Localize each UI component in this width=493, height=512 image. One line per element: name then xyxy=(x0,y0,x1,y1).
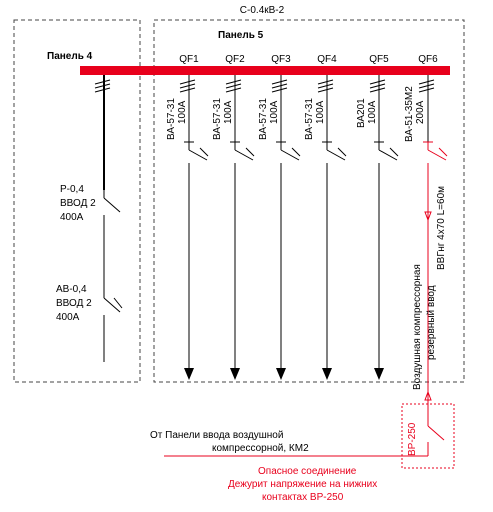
qf5-rating: 100А xyxy=(367,100,378,124)
qf6-rating: 200А xyxy=(415,100,426,124)
feeder-qf6: ВА-51-35М2 200А Воздушная компрессорная … xyxy=(404,75,448,418)
warning-line1: Опасное соединение xyxy=(258,466,357,477)
switch2-label-line2: ВВОД 2 xyxy=(56,298,92,309)
qf3-rating: 100А xyxy=(269,100,280,124)
warning-line3: контактах ВР-250 xyxy=(262,492,344,503)
qf4-rating: 100А xyxy=(315,100,326,124)
ground-tick-icon xyxy=(94,79,111,93)
vr250-frame xyxy=(401,403,455,469)
panel-4-title: Панель 4 xyxy=(47,51,93,62)
switch1-label-line1: Р-0,4 xyxy=(60,184,84,195)
feeder-qf3: ВА-57-31 100А xyxy=(258,75,301,380)
circuit-breaker-icon xyxy=(322,141,347,370)
arrow-down-icon xyxy=(230,368,240,380)
panel-5: Панель 5 xyxy=(153,19,465,383)
warning-note: Опасное соединение Дежурит напряжение на… xyxy=(228,466,377,503)
feeder-qf2: ВА-57-31 100А xyxy=(212,75,255,380)
feeder-qf5: ВА201 100А xyxy=(356,75,399,380)
circuit-breaker-icon xyxy=(374,141,399,370)
panel-4: Панель 4 xyxy=(13,19,141,383)
ground-tick-icon xyxy=(271,79,288,93)
ground-tick-icon xyxy=(317,79,334,93)
arrow-down-icon xyxy=(276,368,286,380)
cable-marker-icon xyxy=(424,390,432,401)
switch1-label-line3: 400А xyxy=(60,212,84,223)
qf1-label: QF1 xyxy=(179,54,199,65)
warning-line2: Дежурит напряжение на нижних xyxy=(228,479,377,490)
qf3-label: QF3 xyxy=(271,54,291,65)
qf2-type: ВА-57-31 xyxy=(212,98,223,140)
source-label-line2: компрессорной, КМ2 xyxy=(212,443,309,454)
switch2-label-line1: АВ-0,4 xyxy=(56,284,87,295)
qf4-type: ВА-57-31 xyxy=(304,98,315,140)
switch2-label-line3: 400А xyxy=(56,312,80,323)
panel-4-frame xyxy=(13,19,141,383)
cable-purpose-line1: Воздушная компрессорная xyxy=(412,264,423,390)
qf5-type: ВА201 xyxy=(356,98,367,128)
disconnector-icon xyxy=(427,418,445,456)
circuit-breaker-icon xyxy=(103,290,123,362)
arrow-down-icon xyxy=(322,368,332,380)
ground-tick-icon xyxy=(179,79,196,93)
cable-spec: ВВГнг 4х70 L=60м xyxy=(436,186,447,270)
circuit-breaker-icon xyxy=(276,141,301,370)
cable-marker-icon xyxy=(424,211,432,222)
qf1-type: ВА-57-31 xyxy=(166,98,177,140)
arrow-down-icon xyxy=(374,368,384,380)
qf4-label: QF4 xyxy=(317,54,337,65)
ground-tick-icon xyxy=(369,79,386,93)
circuit-breaker-icon xyxy=(230,141,255,370)
busbar xyxy=(80,66,450,75)
panel-5-frame xyxy=(153,19,465,383)
breaker-id-labels: QF1 QF2 QF3 QF4 QF5 QF6 xyxy=(179,54,438,65)
switchboard-label: С-0.4кВ-2 xyxy=(240,5,285,16)
vr250-switch: ВР-250 xyxy=(401,403,455,469)
qf2-label: QF2 xyxy=(225,54,245,65)
qf6-type: ВА-51-35М2 xyxy=(404,86,415,142)
qf6-label: QF6 xyxy=(418,54,438,65)
circuit-breaker-icon xyxy=(423,141,448,161)
vr250-label: ВР-250 xyxy=(407,422,418,456)
panel-4-feeder: Р-0,4 ВВОД 2 400А АВ-0,4 ВВОД 2 400А xyxy=(56,75,123,362)
source-label-line1: От Панели ввода воздушной xyxy=(150,430,283,441)
ground-tick-icon xyxy=(418,79,435,93)
cable-purpose-line2: резервный ввод xyxy=(426,285,437,360)
circuit-breaker-icon xyxy=(184,141,209,370)
qf5-label: QF5 xyxy=(369,54,389,65)
arrow-down-icon xyxy=(184,368,194,380)
feeder-qf1: ВА-57-31 100А xyxy=(166,75,209,380)
panel-5-title: Панель 5 xyxy=(218,30,264,41)
feeder-qf4: ВА-57-31 100А xyxy=(304,75,347,380)
qf2-rating: 100А xyxy=(223,100,234,124)
disconnector-icon xyxy=(103,190,121,290)
qf3-type: ВА-57-31 xyxy=(258,98,269,140)
qf1-rating: 100А xyxy=(177,100,188,124)
ground-tick-icon xyxy=(225,79,242,93)
switch1-label-line2: ВВОД 2 xyxy=(60,198,96,209)
